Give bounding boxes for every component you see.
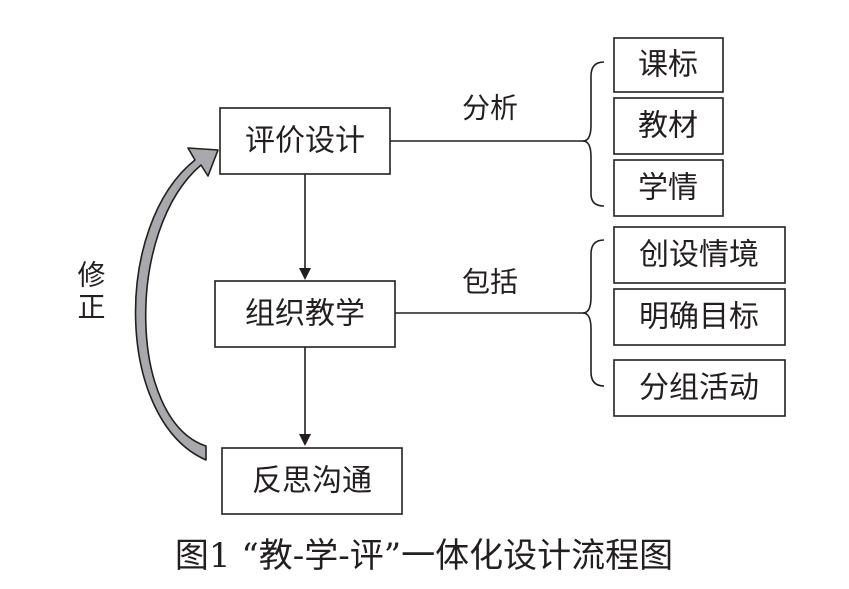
includes-edge-label: 包括 xyxy=(462,266,518,299)
step-reflect-label: 反思沟通 xyxy=(252,464,372,499)
teaching-item-1: 创设情境 xyxy=(613,226,786,284)
step-reflect-node: 反思沟通 xyxy=(221,447,403,515)
brace-includes xyxy=(582,239,605,387)
analysis-item-label: 教材 xyxy=(638,109,698,144)
teaching-item-label: 创设情境 xyxy=(639,238,759,273)
brace-analysis xyxy=(582,61,605,207)
feedback-arrow xyxy=(134,147,219,461)
step-design-label: 评价设计 xyxy=(245,124,365,159)
feedback-label: 修正 xyxy=(74,260,107,324)
teaching-item-3: 分组活动 xyxy=(613,359,786,417)
analysis-item-label: 课标 xyxy=(638,48,698,83)
teaching-item-label: 明确目标 xyxy=(639,300,759,335)
analysis-item-1: 课标 xyxy=(613,37,724,93)
step-teach-node: 组织教学 xyxy=(214,280,396,348)
step-teach-label: 组织教学 xyxy=(245,297,365,332)
step-design-box xyxy=(219,107,391,175)
analysis-edge-label: 分析 xyxy=(462,92,518,125)
figure-caption: 图1 “教-学-评”一体化设计流程图 xyxy=(175,536,673,576)
teaching-item-2: 明确目标 xyxy=(613,288,786,346)
step-reflect-box xyxy=(221,447,403,515)
teaching-item-label: 分组活动 xyxy=(639,371,759,406)
analysis-item-label: 学情 xyxy=(638,171,698,206)
analysis-item-2: 教材 xyxy=(613,97,724,155)
step-teach-box xyxy=(214,280,396,348)
step-design-node: 评价设计 xyxy=(219,107,391,175)
analysis-item-3: 学情 xyxy=(613,159,724,217)
